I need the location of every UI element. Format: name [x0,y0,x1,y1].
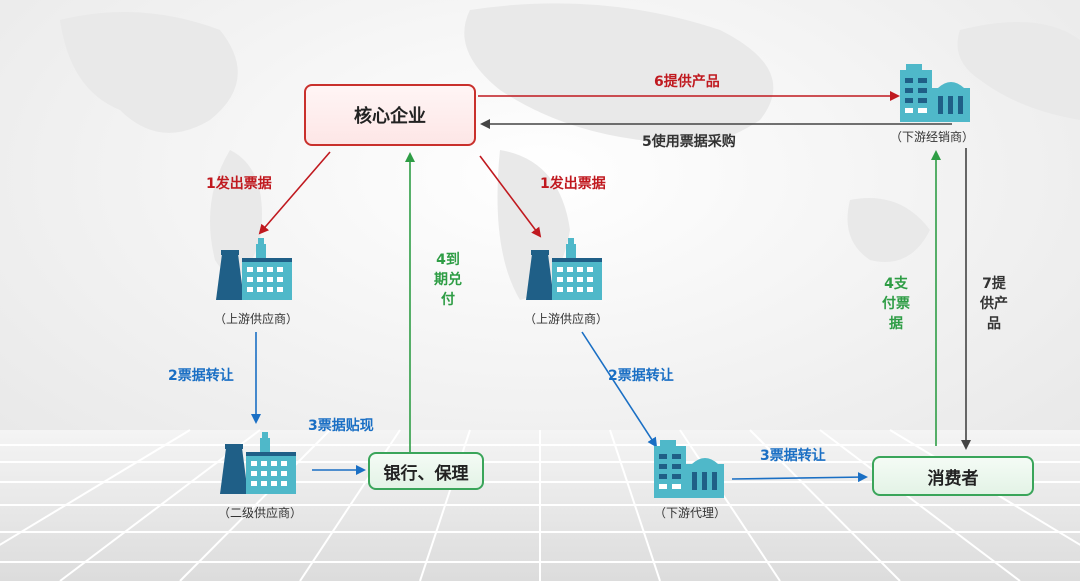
arrow-issue-left [258,151,331,235]
label-transfer-consumer: 3票据转让 [760,448,826,464]
label-discount: 3票据贴现 [308,418,374,434]
office-building-icon [654,440,724,498]
caption-dealer: （下游经销商） [889,130,975,144]
bank-factoring-label: 银行、保理 [383,463,469,484]
core-enterprise-label: 核心企业 [354,106,426,127]
world-map-watermark [60,3,1080,300]
caption-agent: （下游代理） [653,506,727,520]
consumer-node[interactable]: 消费者 [872,456,1034,496]
factory-icon [220,432,296,494]
label-maturity: 4到期兑付 [434,252,462,308]
factory-icon [526,238,602,300]
label-issue-left: 1发出票据 [206,176,272,192]
label-pay: 4支付票据 [882,276,910,332]
caption-upstream-left: （上游供应商） [213,312,299,326]
factory-icon [216,238,292,300]
label-supply: 6提供产品 [654,74,720,90]
arrow-issue-mid [479,155,542,238]
label-transfer-mid: 2票据转让 [608,368,674,384]
label-transfer-left: 2票据转让 [168,368,234,384]
consumer-label: 消费者 [927,468,979,489]
caption-upstream-mid: （上游供应商） [523,312,609,326]
label-issue-mid: 1发出票据 [540,176,606,192]
bank-factoring-node[interactable]: 银行、保理 [368,452,484,490]
arrow-transfer-mid [581,331,658,448]
caption-secondary: （二级供应商） [217,506,303,520]
label-purchase: 5使用票据采购 [642,134,736,150]
label-provide: 7提供产品 [980,276,1008,332]
arrow-transfer-consumer [731,472,868,483]
core-enterprise-node[interactable]: 核心企业 [304,84,476,146]
office-building-icon [900,64,970,122]
